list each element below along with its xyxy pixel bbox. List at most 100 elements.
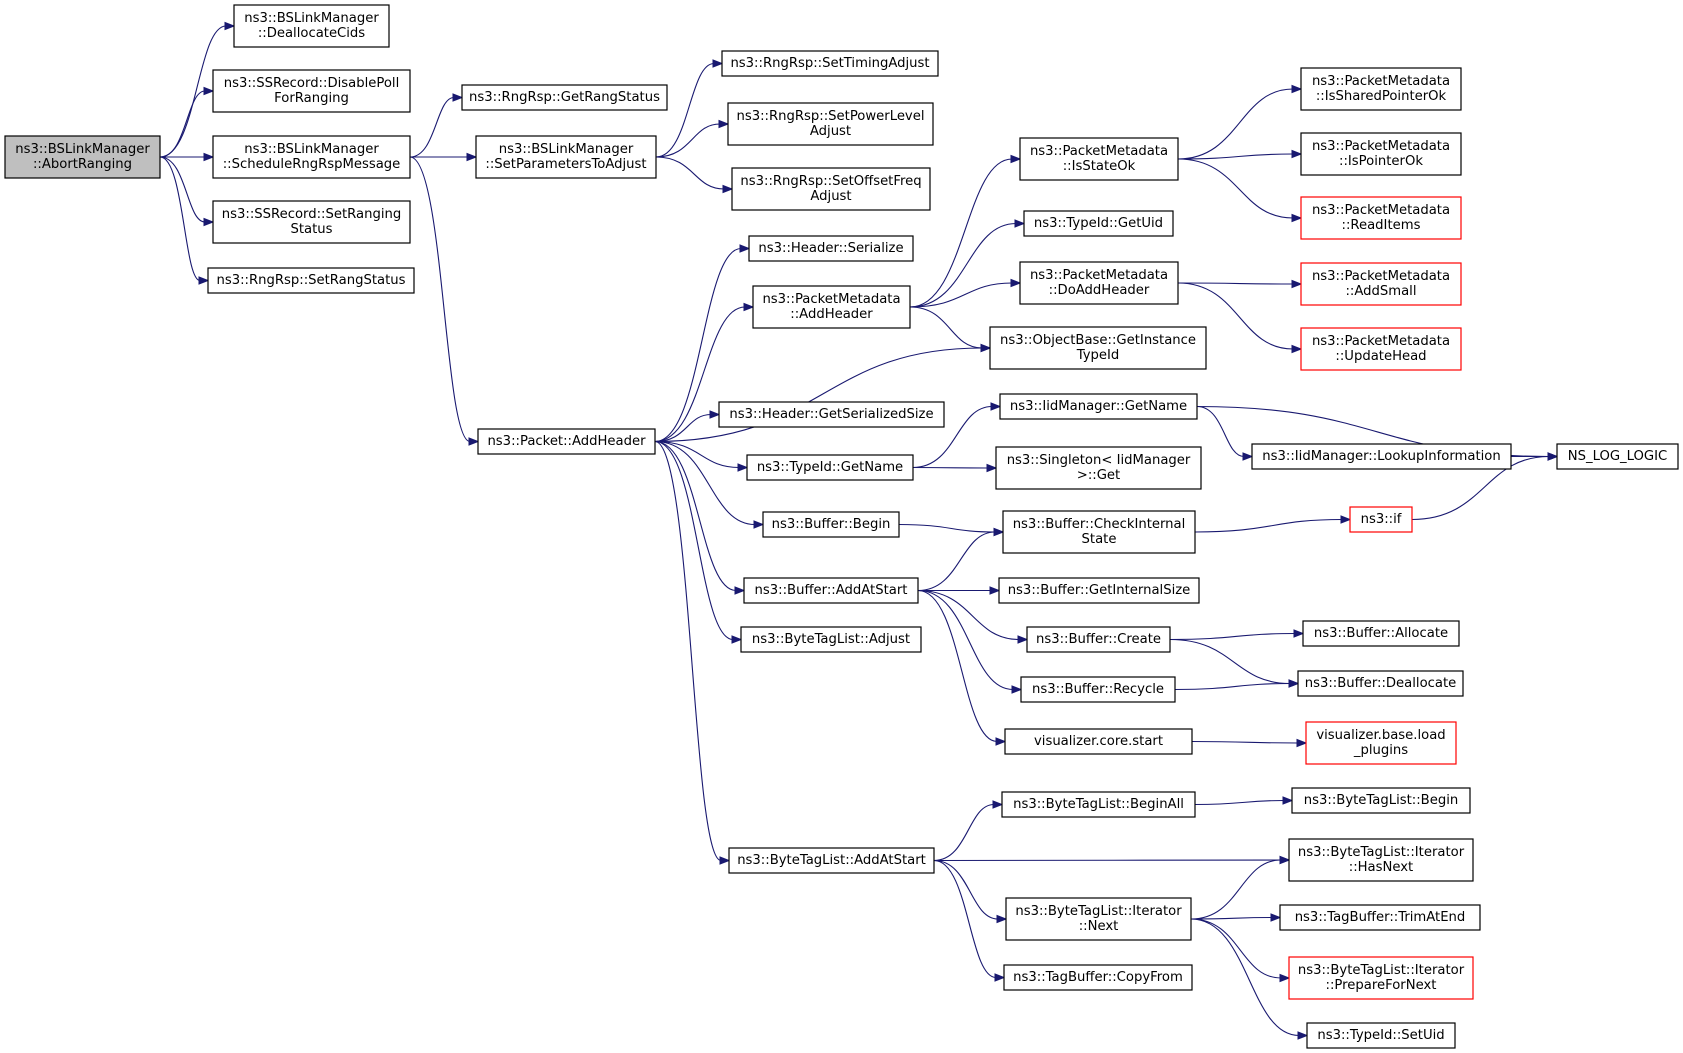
node-ns3-packetmetadata-addsmall[interactable]: ns3::PacketMetadata::AddSmall	[1300, 262, 1462, 306]
node-ns3-iidmanager-lookupinformation[interactable]: ns3::IidManager::LookupInformation	[1251, 443, 1512, 470]
node-ns3-buffer-getinternalsize[interactable]: ns3::Buffer::GetInternalSize	[998, 577, 1200, 604]
node-box	[743, 577, 919, 604]
node-box	[748, 235, 914, 262]
arrowhead	[1291, 84, 1303, 94]
node-ns3-bytetaglist-iterator-next[interactable]: ns3::ByteTagList::Iterator::Next	[1005, 897, 1192, 941]
node-box	[1019, 137, 1179, 181]
arrowhead	[466, 152, 478, 162]
node-label: ns3::RngRsp::GetRangStatus	[469, 90, 660, 105]
arrowhead	[718, 119, 730, 129]
edge-line	[409, 96, 455, 158]
node-box	[1279, 904, 1481, 931]
edge-line	[909, 282, 1013, 308]
arrowhead	[1282, 796, 1294, 805]
node-visualizer-base-load-plugins[interactable]: visualizer.base.load_plugins	[1305, 721, 1457, 765]
node-ns3-typeid-getuid[interactable]: ns3::TypeId::GetUid	[1023, 210, 1174, 237]
node-ns3-buffer-addatstart[interactable]: ns3::Buffer::AddAtStart	[743, 577, 919, 604]
node-ns3-bytetaglist-addatstart[interactable]: ns3::ByteTagList::AddAtStart	[728, 847, 935, 874]
node-ns3-packet-addheader[interactable]: ns3::Packet::AddHeader	[477, 428, 656, 455]
node-ns3-bytetaglist-adjust[interactable]: ns3::ByteTagList::Adjust	[740, 626, 922, 653]
node-ns3-buffer-deallocate[interactable]: ns3::Buffer::Deallocate	[1297, 670, 1464, 697]
node-box	[1026, 626, 1171, 653]
node-ns3-packetmetadata-issharedpointerok[interactable]: ns3::PacketMetadata::IsSharedPointerOk	[1300, 67, 1462, 111]
edge-n14-to-n24	[909, 306, 992, 353]
edge-n18-to-n31	[917, 589, 1007, 746]
node-ns3-bslinkmanager-deallocatecids[interactable]: ns3::BSLinkManager::DeallocateCids	[233, 4, 390, 48]
node-ns3-buffer-recycle[interactable]: ns3::Buffer::Recycle	[1020, 676, 1176, 703]
arrowhead	[198, 276, 210, 285]
node-ns3-tagbuffer-copyfrom[interactable]: ns3::TagBuffer::CopyFrom	[1003, 964, 1193, 991]
edge-line	[898, 523, 996, 533]
node-ns3-singleton-iidmanager-get[interactable]: ns3::Singleton< IidManager>::Get	[995, 446, 1202, 490]
node-box	[233, 4, 390, 48]
node-label: ns3::Buffer::CheckInternal	[1013, 517, 1186, 532]
node-ns3-tagbuffer-trimatend[interactable]: ns3::TagBuffer::TrimAtEnd	[1279, 904, 1481, 931]
node-ns3-iidmanager-getname[interactable]: ns3::IidManager::GetName	[999, 393, 1198, 420]
edge-n9-to-n20	[654, 440, 731, 865]
node-ns3-bslinkmanager-setparameterstoadjust[interactable]: ns3::BSLinkManager::SetParametersToAdjus…	[475, 135, 657, 179]
arrowhead	[203, 152, 215, 162]
node-label: ns3::RngRsp::SetOffsetFreq	[740, 174, 921, 189]
node-ns3-packetmetadata-ispointerok[interactable]: ns3::PacketMetadata::IsPointerOk	[1300, 132, 1462, 176]
node-ns3-rngrsp-getrangstatus[interactable]: ns3::RngRsp::GetRangStatus	[461, 84, 668, 111]
node-ns3-packetmetadata-doaddheader[interactable]: ns3::PacketMetadata::DoAddHeader	[1019, 261, 1179, 305]
node-label: ns3::PacketMetadata	[1030, 268, 1168, 283]
node-ns3-header-getserializedsize[interactable]: ns3::Header::GetSerializedSize	[718, 401, 945, 428]
node-ns3-bslinkmanager-schedulerngrspmessage[interactable]: ns3::BSLinkManager::ScheduleRngRspMessag…	[212, 135, 411, 179]
node-ns3-bytetaglist-beginall[interactable]: ns3::ByteTagList::BeginAll	[1001, 791, 1196, 818]
node-ns3-header-serialize[interactable]: ns3::Header::Serialize	[748, 235, 914, 262]
edge-n16-to-n26	[912, 463, 998, 473]
node-ns3-buffer-allocate[interactable]: ns3::Buffer::Allocate	[1302, 620, 1460, 647]
edge-line	[917, 589, 1020, 641]
node-label: Adjust	[810, 124, 851, 139]
node-ns3-bslinkmanager-abortranging[interactable]: ns3::BSLinkManager::AbortRanging	[4, 135, 161, 179]
edge-line	[1190, 918, 1300, 1037]
node-label: ::IsStateOk	[1063, 159, 1136, 174]
node-ns3-bytetaglist-iterator-preparefornext[interactable]: ns3::ByteTagList::Iterator::PrepareForNe…	[1288, 956, 1474, 1000]
node-box	[999, 393, 1198, 420]
node-ns3-packetmetadata-updatehead[interactable]: ns3::PacketMetadata::UpdateHead	[1300, 327, 1462, 371]
edge-n1-to-n3	[159, 86, 215, 158]
node-ns3-rngrsp-settimingadjust[interactable]: ns3::RngRsp::SetTimingAdjust	[721, 50, 939, 77]
arrowhead	[980, 343, 992, 353]
edge-n14-to-n23	[909, 278, 1022, 308]
node-ns3-rngrsp-setrangstatus[interactable]: ns3::RngRsp::SetRangStatus	[207, 267, 415, 294]
node-ns3-packetmetadata-addheader[interactable]: ns3::PacketMetadata::AddHeader	[752, 285, 911, 329]
node-label: ns3::if	[1361, 512, 1402, 527]
edge-n4-to-n9	[409, 156, 480, 446]
node-label: ns3::BSLinkManager	[499, 142, 634, 157]
arrowhead	[1014, 219, 1026, 228]
node-label: ns3::RngRsp::SetRangStatus	[216, 273, 405, 288]
node-label: ns3::PacketMetadata	[1312, 203, 1450, 218]
node-ns3-typeid-setuid[interactable]: ns3::TypeId::SetUid	[1306, 1022, 1456, 1049]
node-ns3-buffer-begin[interactable]: ns3::Buffer::Begin	[762, 511, 900, 538]
edge-line	[1177, 88, 1294, 160]
node-ns3-packetmetadata-isstateok[interactable]: ns3::PacketMetadata::IsStateOk	[1019, 137, 1179, 181]
node-ns3-buffer-create[interactable]: ns3::Buffer::Create	[1026, 626, 1171, 653]
node-ns3-bytetaglist-begin[interactable]: ns3::ByteTagList::Begin	[1291, 787, 1471, 814]
node-ns3-if[interactable]: ns3::if	[1349, 506, 1413, 533]
node-ns3-typeid-getname[interactable]: ns3::TypeId::GetName	[746, 454, 914, 481]
node-label: ns3::ByteTagList::BeginAll	[1013, 797, 1184, 812]
arrowhead	[1297, 1031, 1309, 1040]
node-ns3-bytetaglist-iterator-hasnext[interactable]: ns3::ByteTagList::Iterator::HasNext	[1288, 838, 1474, 882]
node-label: ns3::PacketMetadata	[1312, 269, 1450, 284]
node-visualizer-core-start[interactable]: visualizer.core.start	[1004, 728, 1193, 755]
edge-n17-to-n27	[898, 523, 1005, 537]
node-ns-log-logic[interactable]: NS_LOG_LOGIC	[1556, 443, 1679, 470]
arrowhead	[995, 737, 1007, 746]
edge-line	[654, 306, 746, 443]
edge-n31-to-n44	[1191, 738, 1308, 748]
node-box	[740, 626, 922, 653]
edge-line	[1190, 916, 1273, 920]
edge-line	[917, 589, 998, 743]
node-label: ::ReadItems	[1342, 218, 1421, 233]
edge-n30-to-n43	[1174, 679, 1300, 691]
node-ns3-packetmetadata-readitems[interactable]: ns3::PacketMetadata::ReadItems	[1300, 196, 1462, 240]
